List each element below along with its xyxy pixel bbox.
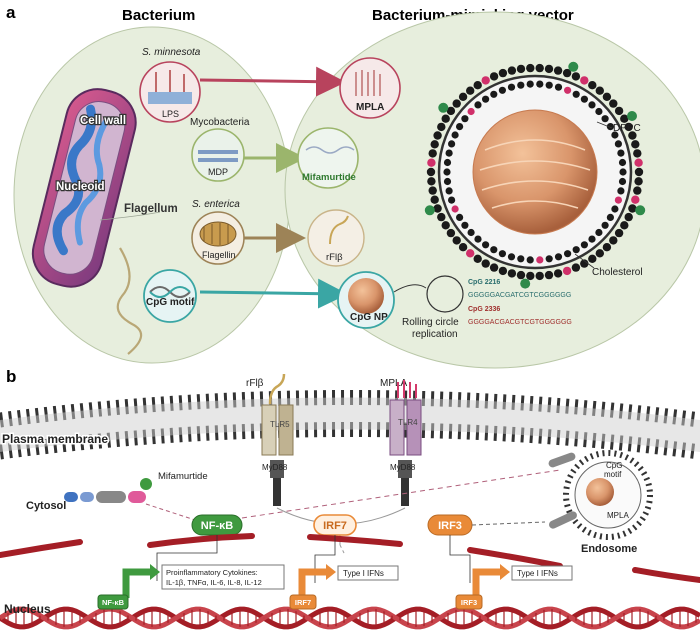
label-s-minnesota: S. minnesota (142, 47, 201, 58)
core-nanoparticle (472, 109, 598, 235)
label-flagellum: Flagellum (124, 203, 178, 215)
label-mpla-b: MPLA (380, 378, 408, 389)
label-nfkb: NF-κB (201, 520, 233, 532)
mpla-circle (339, 57, 401, 119)
panel-a-letter: a (6, 3, 16, 22)
label-mpla-a: MPLA (356, 102, 384, 113)
bacterium-mimicking-vector (424, 61, 646, 289)
mpla-icon (355, 70, 381, 96)
label-cell-wall: Cell wall (80, 115, 126, 127)
label-tlr4: TLR4 (398, 418, 418, 427)
label-type1-a: Type I IFNs (343, 569, 384, 578)
endosome (548, 450, 653, 540)
label-cytokines-1: Proinflammatory Cytokines: (166, 568, 258, 577)
label-myd88-2: MyD88 (390, 463, 416, 472)
label-cpg-motif: CpG motif (146, 297, 195, 308)
label-cpg-np: CpG NP (350, 312, 388, 323)
panel-b-letter: b (6, 367, 16, 386)
lipid-bilayer-inner (443, 80, 627, 264)
label-mycobacteria: Mycobacteria (190, 117, 250, 128)
label-mdp: MDP (208, 167, 228, 177)
label-rflb-a: rFlβ (326, 252, 343, 263)
dna-helix (0, 606, 700, 630)
label-cholesterol: Cholesterol (592, 267, 643, 278)
label-mifamurtide-b: Mifamurtide (158, 471, 208, 482)
label-rflb-b: rFlβ (246, 378, 264, 389)
mifamurtide-circle (297, 127, 359, 189)
label-rolling-1: Rolling circle (402, 317, 459, 328)
label-cpg2216: CpG 2216 (468, 279, 500, 286)
flagellum-tail (116, 247, 143, 355)
label-cpg2336: CpG 2336 (468, 306, 500, 313)
label-endo-cpg-2: motif (604, 470, 622, 479)
irf7-dna-box (289, 594, 317, 610)
rflb-circle (307, 209, 365, 267)
label-nucleus: Nucleus (4, 602, 51, 616)
label-nucleoid: Nucleoid (56, 181, 105, 193)
label-cytokines-2: IL-1β, TNFα, IL-6, IL-8, IL-12 (166, 578, 262, 587)
label-endo-cpg-1: CpG (606, 461, 622, 470)
plasma-membrane (0, 390, 700, 460)
lipid-bilayer-outer (424, 61, 646, 289)
mdp-circle (191, 128, 245, 182)
label-lps: LPS (162, 109, 179, 119)
label-irf3-dna: IRF3 (461, 598, 477, 607)
label-nfkb-dna: NF-κB (102, 598, 125, 607)
label-myd88-1: MyD88 (262, 463, 288, 472)
label-endosome: Endosome (581, 543, 637, 555)
type1-ifn-box-a (337, 565, 399, 581)
irf7-activation-arrow (298, 568, 328, 598)
mdp-icon (198, 150, 238, 162)
label-dppc: DPPC (613, 123, 641, 134)
label-irf7: IRF7 (323, 520, 347, 532)
label-irf3: IRF3 (438, 520, 462, 532)
rflb-icon (329, 215, 349, 245)
label-mifamurtide-a: Mifamurtide (302, 172, 356, 183)
tlr5-receptor (261, 373, 294, 506)
nfkb-activation-arrow (122, 568, 152, 598)
mifamurtide-icon (305, 146, 355, 154)
nod2-receptor (64, 478, 152, 503)
cpg-np-sphere (348, 278, 384, 314)
label-type1-b: Type I IFNs (517, 569, 558, 578)
cpg-motif-circle (143, 269, 197, 323)
label-endo-mpla: MPLA (607, 511, 629, 520)
arrow-cpg-np (199, 278, 348, 309)
label-flagellin: Flagellin (202, 250, 236, 260)
label-s-enterica: S. enterica (192, 199, 240, 210)
label-irf7-dna: IRF7 (295, 598, 311, 607)
arrow-lps-mpla (199, 66, 346, 97)
cytokines-box (161, 564, 285, 590)
bacterium-illustration (31, 88, 137, 288)
label-cytosol: Cytosol (26, 500, 66, 512)
label-rolling-2: replication (412, 329, 458, 340)
type1-ifn-box-b (511, 565, 573, 581)
lps-icon (148, 70, 192, 104)
seq-2336: GGGGACGACGTCGTGGGGGG (468, 319, 572, 326)
label-plasma-membrane: Plasma membrane (2, 432, 108, 446)
tlr4-receptor (389, 380, 422, 506)
seq-2216: GGGGGACGATCGTCGGGGGG (468, 292, 571, 299)
rolling-circle-icon (426, 275, 464, 313)
nuclear-envelope (0, 533, 700, 583)
irf3-activation-arrow (472, 568, 502, 598)
irf3-dna-box (455, 594, 483, 610)
flagellin-icon (199, 221, 237, 247)
nfkb-dna-box (97, 594, 129, 610)
title-bacterium: Bacterium (122, 7, 195, 24)
label-tlr5: TLR5 (270, 420, 290, 429)
